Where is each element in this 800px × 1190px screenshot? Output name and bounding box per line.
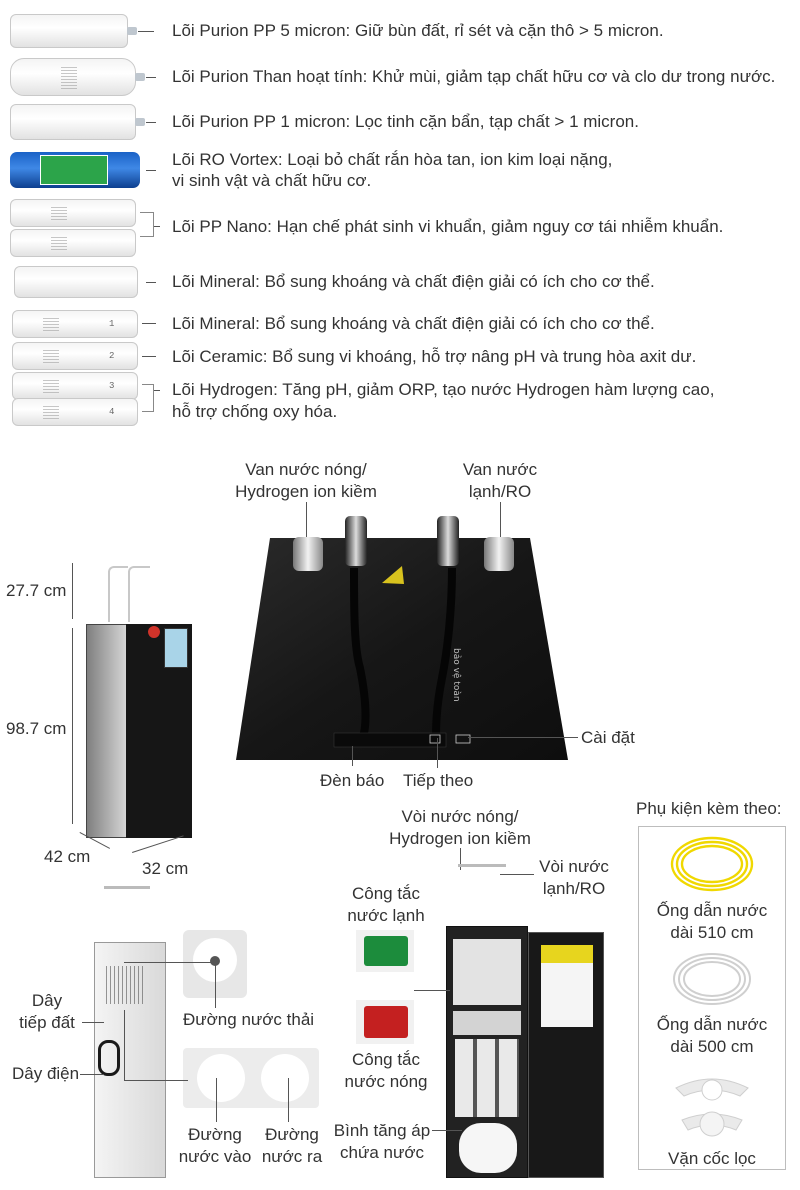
front-display — [164, 628, 188, 668]
mineral-cartridge — [14, 266, 138, 298]
rear-faucets — [104, 886, 150, 942]
power-cord-label: Dây điện — [12, 1064, 80, 1083]
wrench-label: Vặn cốc lọc — [668, 1149, 756, 1168]
filter-label-carbon: Lõi Purion Than hoạt tính: Khử mùi, giảm… — [172, 67, 776, 86]
svg-text:bảo vệ toàn: bảo vệ toàn — [451, 648, 462, 702]
filter-label-pp1: Lõi Purion PP 1 micron: Lọc tinh cặn bẩn… — [172, 112, 639, 131]
settings-label: Cài đặt — [581, 728, 635, 747]
filter-label-ro-line1: Lõi RO Vortex: Loại bỏ chất rắn hòa tan,… — [172, 150, 613, 169]
interior-cabinet — [446, 926, 528, 1178]
faucet-left — [108, 566, 128, 622]
cold-valve-knob[interactable] — [484, 537, 514, 571]
hydrogen-cartridge-stage-4: 4 — [12, 398, 138, 426]
filter-label-ceramic: Lõi Ceramic: Bổ sung vi khoáng, hỗ trợ n… — [172, 347, 697, 366]
pp-nano-cartridge — [10, 229, 136, 257]
filter-wrench — [675, 1078, 749, 1137]
depth-label: 32 cm — [142, 859, 189, 878]
hot-tap-label: Vòi nước nóng/Hydrogen ion kiềm — [389, 807, 531, 848]
pp1-cartridge — [10, 104, 145, 140]
filter-label-ro-line2: vi sinh vật và chất hữu cơ. — [172, 171, 372, 190]
filter-label-hydrogen-line2: hỗ trợ chống oxy hóa. — [172, 402, 338, 421]
faucet-right — [128, 566, 150, 622]
drain-label: Đường nước thải — [183, 1010, 315, 1029]
faucet-height-label: 27.7 cm — [6, 581, 67, 600]
filter-label-mineral: Lõi Mineral: Bổ sung khoáng và chất điện… — [172, 272, 655, 291]
interior-faucets — [458, 864, 506, 926]
power-cord — [98, 1040, 120, 1076]
top-panel: bảo vệ toàn — [236, 538, 568, 760]
yellow-tube — [670, 836, 754, 892]
hot-faucet-stem — [345, 516, 367, 566]
ceramic-cartridge-stage-2: 2 — [12, 342, 138, 370]
hot-valve-label: Van nước nóng/Hydrogen ion kiềm — [235, 460, 377, 501]
accessories-title: Phụ kiện kèm theo: — [636, 799, 782, 818]
filter-label-mineral-2: Lõi Mineral: Bổ sung khoáng và chất điện… — [172, 314, 655, 333]
white-tube — [673, 953, 751, 1005]
filter-label-hydrogen-line1: Lõi Hydrogen: Tăng pH, giảm ORP, tạo nướ… — [172, 380, 715, 399]
hot-switch[interactable] — [356, 1000, 414, 1044]
mineral-cartridge-stage-1: 1 — [12, 310, 138, 338]
logo-badge — [148, 626, 160, 638]
inlet-outlet-photo — [183, 1048, 319, 1108]
width-label: 42 cm — [44, 847, 91, 866]
cold-switch[interactable] — [356, 930, 414, 972]
body-height-label: 98.7 cm — [6, 719, 67, 738]
pp-nano-cartridge — [10, 199, 136, 227]
filter-label-pp5: Lõi Purion PP 5 micron: Giữ bùn đất, rỉ … — [172, 21, 664, 40]
cabinet-door[interactable] — [528, 932, 604, 1178]
pp5-cartridge — [10, 14, 137, 48]
next-label: Tiếp theo — [403, 771, 474, 790]
hydrogen-cartridge-stage-3: 3 — [12, 372, 138, 400]
ro-membrane — [10, 152, 140, 188]
cold-faucet-stem — [437, 516, 459, 566]
hot-valve-knob[interactable] — [293, 537, 323, 571]
indicator-label: Đèn báo — [320, 771, 385, 790]
carbon-cartridge — [10, 58, 145, 96]
filter-label-pp-nano: Lõi PP Nano: Hạn chế phát sinh vi khuẩn,… — [172, 217, 724, 236]
